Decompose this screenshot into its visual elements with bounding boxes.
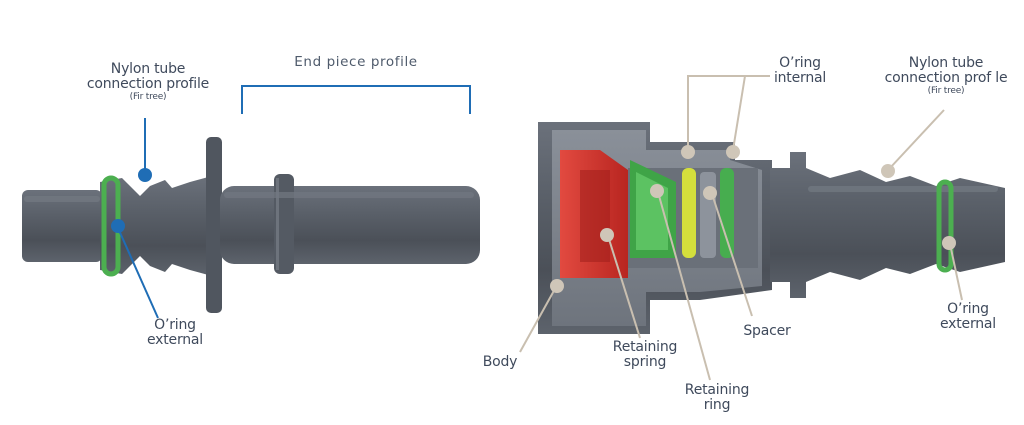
- label-line: connection prof le: [884, 70, 1008, 86]
- end-piece-flange: [206, 137, 222, 313]
- end-piece-nose: [22, 190, 102, 262]
- label-retaining-spring: Retaining spring: [600, 340, 690, 370]
- callout-dot-oring-internal-2: [726, 145, 740, 159]
- label-line: O’ring: [779, 55, 821, 71]
- callout-dot-oring-left: [111, 219, 125, 233]
- label-note: (Fir tree): [129, 92, 167, 102]
- label-line: external: [146, 332, 203, 348]
- label-nylon-tube-left: Nylon tube connection profile (Fir tree): [68, 62, 228, 103]
- oring-internal-2: [720, 168, 734, 258]
- label-line: Nylon tube: [908, 55, 984, 71]
- callout-dot-body: [550, 279, 564, 293]
- label-note: (Fir tree): [927, 86, 965, 96]
- callout-dot-retaining-ring: [600, 228, 614, 242]
- quick-connector-part: [538, 122, 1005, 334]
- callout-dot-oring-internal-1: [681, 145, 695, 159]
- label-line: Retaining: [612, 339, 678, 355]
- label-line: spring: [623, 354, 667, 370]
- label-end-piece-profile: End piece profile: [294, 54, 418, 70]
- label-line: Nylon tube: [110, 61, 186, 77]
- label-line: ring: [703, 397, 731, 413]
- label-line: external: [939, 316, 996, 332]
- label-line: O’ring: [947, 301, 989, 317]
- label-oring-external-right: O’ring external: [928, 302, 1008, 332]
- end-piece-bracket: [241, 85, 471, 114]
- label-line: O’ring: [154, 317, 196, 333]
- label-oring-internal: O’ring internal: [760, 56, 840, 86]
- label-line: Retaining: [684, 382, 750, 398]
- spacer: [700, 172, 716, 258]
- label-spacer: Spacer: [743, 323, 791, 339]
- oring-external-right: [936, 179, 954, 273]
- label-body: Body: [482, 354, 518, 370]
- callout-dot-fir-tree-right: [881, 164, 895, 178]
- oring-internal-1: [682, 168, 696, 258]
- label-retaining-ring: Retaining ring: [672, 383, 762, 413]
- callout-dot-retaining-spring: [650, 184, 664, 198]
- label-line: connection profile: [86, 76, 210, 92]
- callout-dot-oring-external-right: [942, 236, 956, 250]
- callout-dot-spacer: [703, 186, 717, 200]
- end-piece-part: [22, 137, 480, 313]
- label-line: internal: [773, 70, 827, 86]
- label-nylon-tube-right: Nylon tube connection prof le (Fir tree): [872, 56, 1020, 97]
- callout-dot-fir-tree: [138, 168, 152, 182]
- label-oring-external-left: O’ring external: [140, 318, 210, 348]
